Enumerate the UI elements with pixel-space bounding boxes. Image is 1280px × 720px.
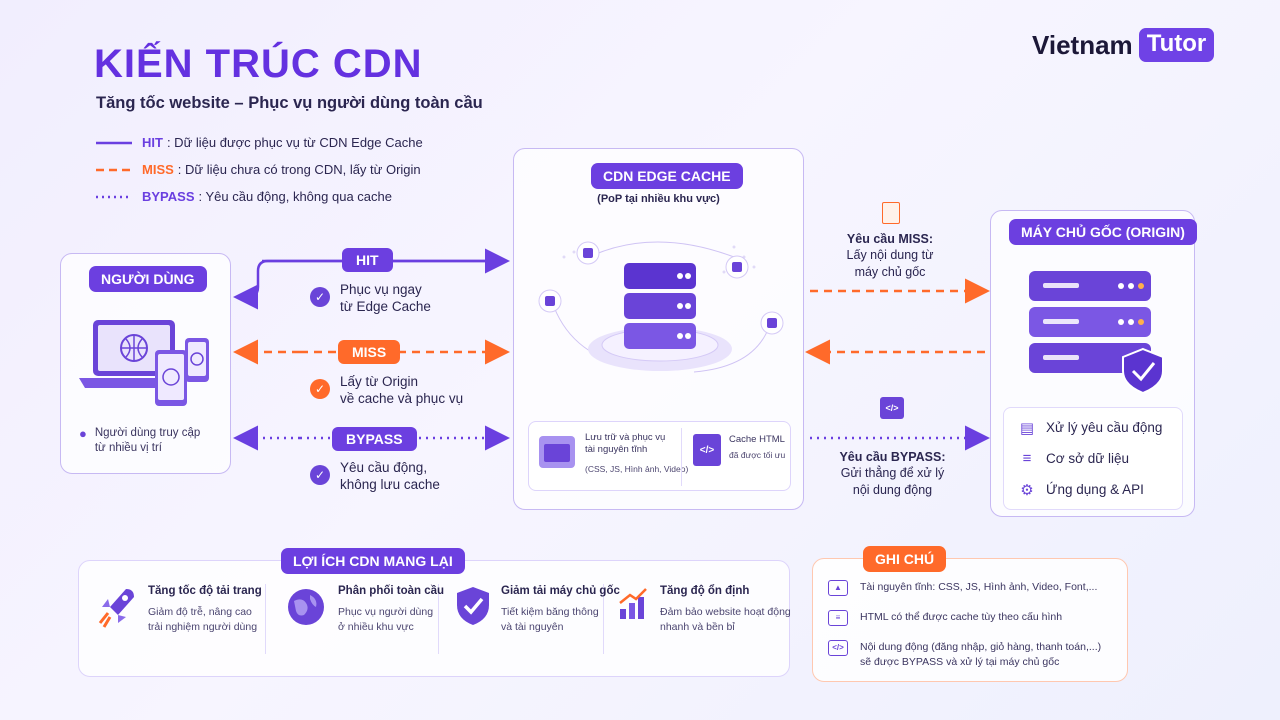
origin-list: ▤Xử lý yêu cầu động ≡Cơ sở dữ liệu ⚙Ứng …: [1003, 407, 1183, 510]
document-icon: ▤: [1019, 419, 1035, 437]
origin-server-icon: [1029, 271, 1164, 395]
note-html: ≡ HTML có thể được cache tùy theo cấu hì…: [828, 610, 1062, 626]
location-pin-icon: ●: [79, 426, 87, 441]
user-card-title: NGƯỜI DÙNG: [89, 266, 207, 292]
legend-hit: HIT: Dữ liệu được phục vụ từ CDN Edge Ca…: [142, 135, 423, 150]
edge-card-title: CDN EDGE CACHE: [591, 163, 743, 189]
database-icon: ≡: [1022, 450, 1032, 467]
globe-icon: [288, 589, 324, 625]
legend-miss: MISS: Dữ liệu chưa có trong CDN, lấy từ …: [142, 162, 421, 177]
notes-title: GHI CHÚ: [863, 546, 947, 572]
devices-icon: [79, 320, 209, 406]
shield-icon: [457, 587, 489, 625]
user-location: ● Người dùng truy cập từ nhiều vị trí: [79, 426, 201, 454]
edge-card: CDN EDGE CACHE (PoP tại nhiều khu vực) L…: [513, 148, 804, 510]
brand-badge: Tutor: [1138, 28, 1215, 62]
hit-step: ✓ Phục vụ ngay từ Edge Cache: [310, 282, 431, 316]
benefits-title: LỢI ÍCH CDN MANG LẠI: [281, 548, 465, 574]
origin-miss-text: Yêu cầu MISS: Lấy nội dung từ máy chủ gố…: [846, 232, 934, 279]
origin-card: MÁY CHỦ GỐC (ORIGIN) ▤Xử lý yêu cầu động…: [990, 210, 1197, 517]
origin-card-title: MÁY CHỦ GỐC (ORIGIN): [1009, 219, 1197, 245]
origin-item-api: ⚙Ứng dụng & API: [1018, 474, 1168, 505]
bypass-label: BYPASS: [332, 427, 417, 451]
code-window-icon: </>: [693, 434, 721, 466]
notes-card: GHI CHÚ: [812, 546, 1128, 682]
edge-features: Lưu trữ và phục vụ tài nguyên tĩnh (CSS,…: [528, 421, 791, 491]
document-icon: [882, 202, 900, 224]
origin-item-dynamic: ▤Xử lý yêu cầu động: [1019, 419, 1163, 437]
miss-step: ✓ Lấy từ Origin về cache và phục vụ: [310, 374, 463, 408]
user-card: NGƯỜI DÙNG ● Người dùng truy cập từ nhiề…: [60, 253, 231, 474]
chart-icon: [619, 588, 647, 619]
edge-server-icon: [538, 241, 784, 373]
origin-item-database: ≡Cơ sở dữ liệu: [1018, 443, 1168, 474]
gear-icon: ⚙: [1020, 481, 1034, 499]
code-icon: </>: [880, 397, 904, 419]
check-icon: ✓: [310, 287, 330, 307]
brand-name: Vietnam: [1032, 29, 1133, 60]
rocket-icon: [98, 589, 134, 628]
folder-image-icon: [539, 436, 575, 468]
miss-label: MISS: [338, 340, 401, 364]
note-static: ▲ Tài nguyên tĩnh: CSS, JS, Hình ảnh, Vi…: [828, 580, 1097, 596]
check-icon: ✓: [310, 379, 330, 399]
hit-label: HIT: [342, 248, 393, 272]
bypass-step: ✓ Yêu cầu động, không lưu cache: [310, 460, 440, 494]
edge-subtitle: (PoP tại nhiều khu vực): [597, 193, 720, 205]
image-icon: ▲: [828, 580, 848, 596]
html-icon: ≡: [828, 610, 848, 626]
page-title: KIẾN TRÚC CDN: [94, 42, 423, 86]
page-subtitle: Tăng tốc website – Phục vụ người dùng to…: [96, 94, 483, 112]
note-dynamic: </> Nội dung động (đăng nhập, giỏ hàng, …: [828, 640, 1101, 670]
benefits-card: LỢI ÍCH CDN MANG LẠI: [78, 548, 790, 677]
brand-logo: Vietnam Tutor: [1032, 28, 1215, 62]
legend-bypass: BYPASS: Yêu cầu động, không qua cache: [142, 189, 392, 204]
origin-bypass-text: Yêu cầu BYPASS: Gửi thẳng để xử lý nội d…: [839, 450, 946, 497]
check-icon: ✓: [310, 465, 330, 485]
code-icon: </>: [828, 640, 848, 656]
